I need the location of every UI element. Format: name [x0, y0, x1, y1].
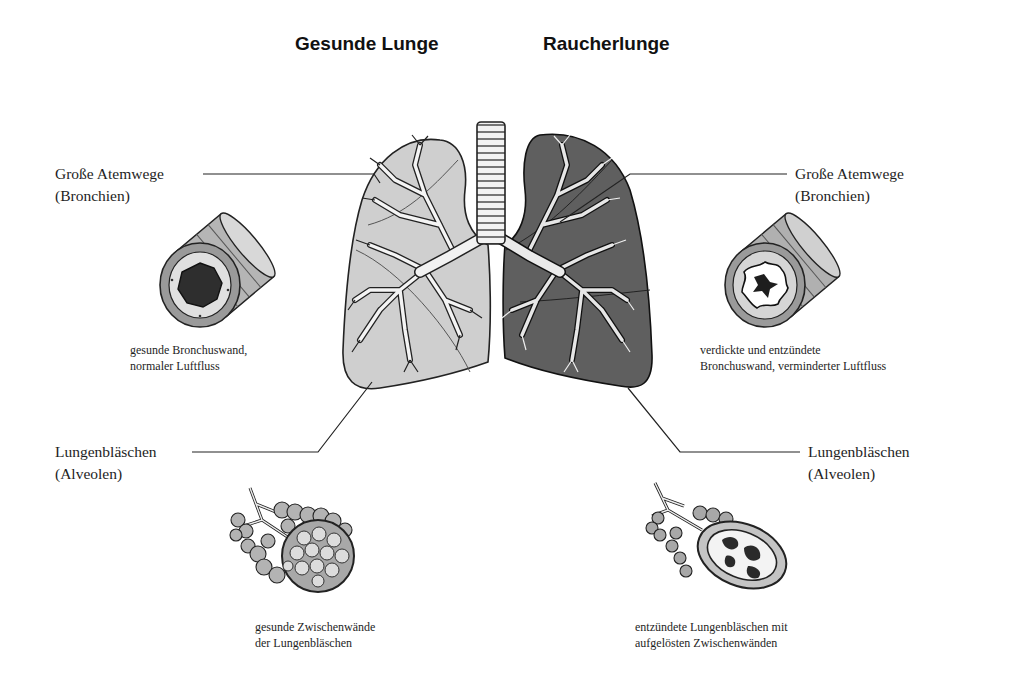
illustration-path: [500, 238, 560, 272]
illustration-path: [742, 262, 788, 308]
illustration-polyline: [628, 388, 800, 452]
illustration-path: [747, 566, 760, 578]
illustration-circle: [312, 527, 326, 541]
caption-note: verdickte und entzündete Bronchuswand, v…: [700, 342, 950, 374]
illustration-ellipse: [733, 251, 797, 319]
illustration-circle: [680, 565, 692, 577]
illustration-circle: [305, 543, 319, 557]
illustration-path: [725, 556, 736, 568]
illustration-ellipse: [169, 252, 231, 318]
caption-note: gesunde Zwischenwände der Lungenbläschen: [255, 619, 400, 651]
illustration-circle: [327, 533, 341, 547]
illustration-circle: [666, 540, 678, 552]
inflamed-bronchus-section: [725, 207, 847, 327]
illustration-circle: [706, 508, 720, 522]
illustration-circle: [269, 567, 285, 583]
illustration-path: [348, 135, 482, 372]
illustration-circle: [654, 529, 666, 541]
column-heading: Gesunde Lunge: [295, 33, 439, 55]
illustration-circle: [283, 561, 293, 571]
illustration-g: [283, 527, 349, 587]
caption-note: entzündete Lungenbläschen mit aufgelöste…: [635, 619, 835, 651]
illustration-g: [722, 537, 760, 578]
illustration-circle: [693, 506, 707, 520]
illustration-circle: [295, 561, 309, 575]
illustration-circle: [227, 289, 230, 292]
illustration-circle: [320, 546, 334, 560]
trachea: [420, 122, 560, 272]
illustration-path: [178, 263, 222, 307]
illustration-use: [500, 145, 627, 360]
part-label: Große Atemwege (Bronchien): [795, 163, 927, 207]
illustration-path: [744, 546, 760, 561]
illustration-circle: [282, 520, 354, 592]
caption-note: gesunde Bronchuswand, normaler Luftfluss: [130, 342, 275, 374]
leader-lines: [192, 174, 800, 452]
part-label: Lungenbläschen (Alveolen): [55, 441, 187, 485]
illustration-circle: [199, 315, 202, 318]
part-label: Lungenbläschen (Alveolen): [808, 441, 940, 485]
illustration-circle: [171, 279, 174, 282]
illustration-use: [500, 145, 627, 360]
healthy-alveoli: [230, 488, 354, 592]
illustration-ellipse: [700, 520, 784, 590]
illustration-ellipse: [688, 509, 797, 601]
illustration-circle: [312, 575, 324, 587]
illustration-circle: [230, 529, 242, 541]
illustration-circle: [310, 559, 324, 573]
illustration-circle: [297, 531, 311, 545]
illustration-circle: [670, 527, 682, 539]
illustration-circle: [674, 552, 686, 564]
illustration-ellipse: [160, 243, 240, 327]
part-label: Große Atemwege (Bronchien): [55, 163, 187, 207]
illustration-circle: [261, 534, 275, 548]
illustration-circle: [290, 546, 304, 560]
illustration-path: [420, 238, 482, 272]
illustration-use: [355, 145, 482, 360]
illustration-path: [753, 274, 778, 298]
illustration-use: [355, 145, 482, 360]
column-heading: Raucherlunge: [543, 33, 670, 55]
smoker-lung: [500, 134, 652, 387]
inflamed-alveoli: [646, 483, 796, 601]
illustration-path: [343, 139, 490, 388]
healthy-lung: [343, 135, 490, 389]
illustration-path: [722, 537, 738, 549]
illustration-path: [500, 238, 560, 272]
illustration-polyline: [203, 174, 380, 183]
illustration-polyline: [560, 174, 787, 222]
illustration-ellipse: [725, 243, 805, 327]
illustration-rect: [477, 122, 505, 244]
illustration-circle: [325, 563, 339, 577]
illustration-path: [420, 238, 482, 272]
illustration-circle: [335, 549, 349, 563]
illustration-polyline: [192, 382, 372, 452]
healthy-bronchus-section: [160, 207, 282, 327]
illustration-path: [652, 483, 702, 530]
illustration-path: [652, 483, 702, 530]
